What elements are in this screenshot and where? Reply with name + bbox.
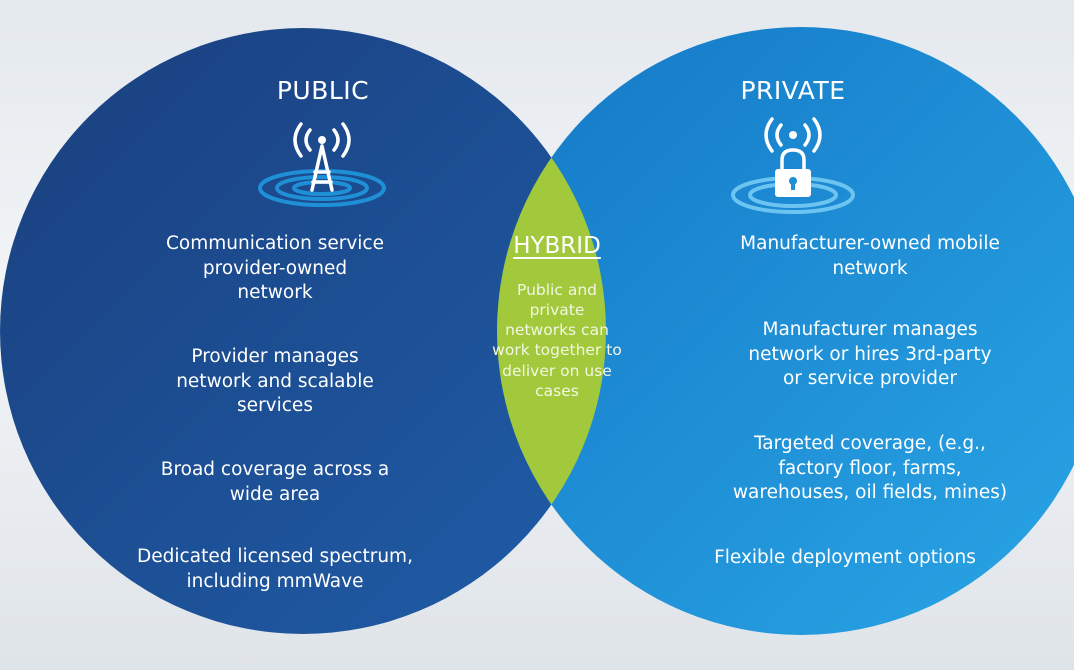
- hybrid-title: HYBRID: [513, 233, 601, 259]
- private-title: PRIVATE: [740, 76, 846, 105]
- public-item-management: Provider manages network and scalable se…: [176, 346, 374, 417]
- private-item-ownership: Manufacturer-owned mobile network: [740, 233, 1000, 279]
- public-circle: [0, 28, 606, 634]
- hybrid-description: Public and private networks can work tog…: [492, 281, 622, 400]
- public-title: PUBLIC: [276, 76, 370, 105]
- public-item-ownership: Communication service provider-owned net…: [166, 233, 384, 304]
- private-item-deployment: Flexible deployment options: [714, 547, 976, 568]
- public-item-coverage: Broad coverage across a wide area: [160, 459, 390, 505]
- private-circle: [497, 27, 1074, 635]
- public-item-spectrum: Dedicated licensed spectrum, including m…: [137, 546, 413, 592]
- private-item-management: Manufacturer manages network or hires 3r…: [748, 319, 992, 390]
- cell-tower-icon: [258, 122, 386, 207]
- private-item-coverage: Targeted coverage, (e.g., factory floor,…: [732, 433, 1008, 504]
- wireless-lock-icon: [731, 117, 855, 214]
